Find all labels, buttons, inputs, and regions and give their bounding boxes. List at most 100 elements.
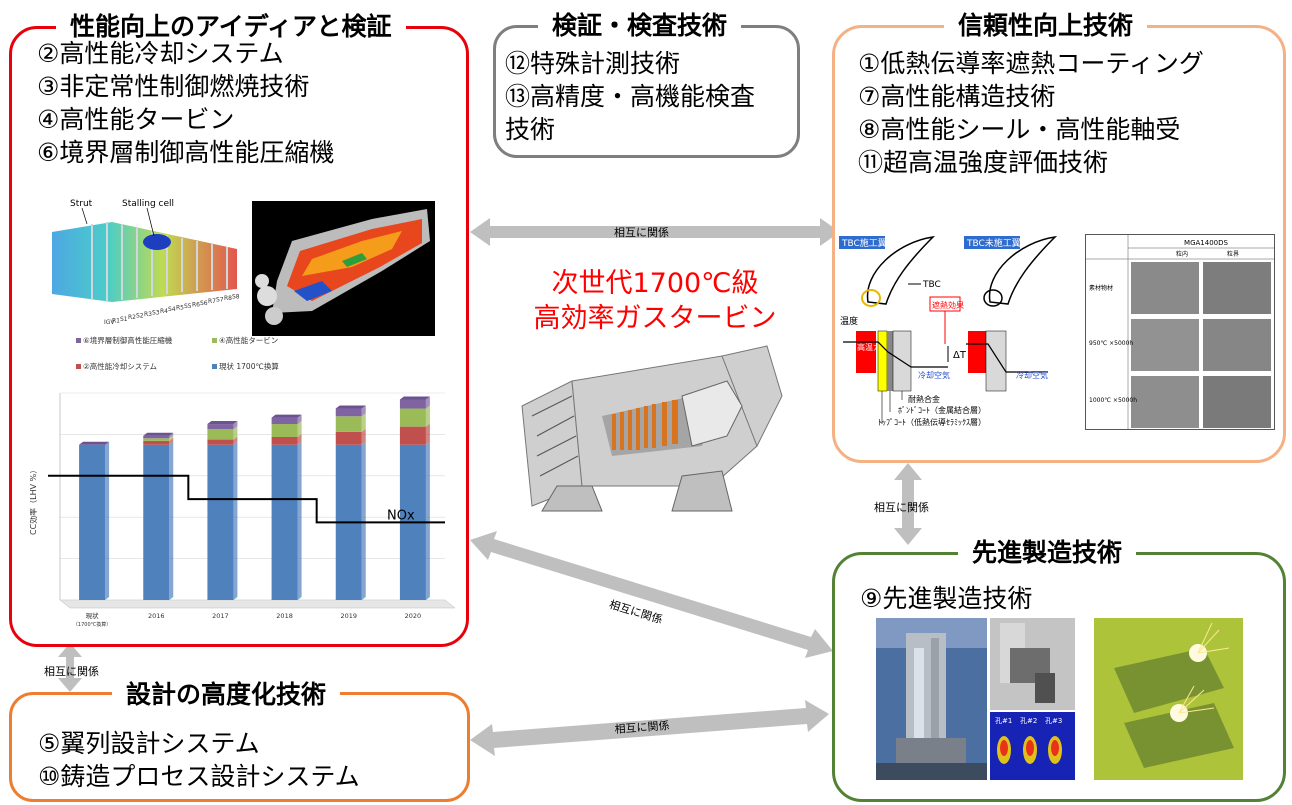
manufacturing-machine-image xyxy=(876,618,987,780)
stage-label: R2 xyxy=(128,314,136,321)
stall-label: Stalling cell xyxy=(122,199,174,209)
nox-line xyxy=(48,474,445,524)
layer-label-1: 耐熱合金 xyxy=(908,394,940,404)
bar-side xyxy=(361,413,366,432)
legend-swatch xyxy=(76,364,81,369)
bar-segment xyxy=(207,429,234,440)
arrow-bottom xyxy=(470,700,829,756)
bar-side xyxy=(425,405,430,427)
bar-top xyxy=(335,405,366,409)
reliability-item: ⑪超高温強度評価技術 xyxy=(858,148,1109,177)
chart-floor xyxy=(59,599,455,609)
stage-label: R5 xyxy=(176,305,184,312)
bar-segment xyxy=(335,416,362,432)
stage-label: S2 xyxy=(136,313,144,320)
legend-swatch xyxy=(76,338,81,343)
chart-ylabel: CC効率（LHV %） xyxy=(30,466,38,535)
stage-label: R8 xyxy=(224,295,232,302)
x-tick-label: 2019 xyxy=(340,612,357,620)
bar-top xyxy=(79,441,110,445)
center-title: 次世代1700℃級 高効率ガスタービン xyxy=(490,266,820,336)
legend-swatch xyxy=(212,338,217,343)
x-tick-label: 2017 xyxy=(212,612,229,620)
x-tick-label: 2018 xyxy=(276,612,293,620)
micro-row1: 素材物材 xyxy=(1089,284,1113,292)
tbc-unapplied-label: TBC未施工翼 xyxy=(966,237,1021,249)
hole-label-2: 孔#2 xyxy=(1020,717,1037,725)
thermal-holes-image: 孔#1 孔#2 孔#3 xyxy=(990,712,1075,780)
effect-label: 遮熱効果 xyxy=(932,300,964,310)
manufacturing-title: 先進製造技術 xyxy=(958,536,1137,570)
stage-label: R3 xyxy=(144,311,152,318)
manufacturing-items: ⑨先進製造技術 xyxy=(860,582,1032,615)
bar-segment xyxy=(271,417,298,425)
bar-segment xyxy=(335,408,362,417)
micro-row3: 1000℃ ×5000h xyxy=(1089,397,1137,404)
bar-segment xyxy=(143,440,170,445)
stage-label: S5 xyxy=(184,303,192,310)
stage-label: S1 xyxy=(120,316,128,323)
cooling-air-label-1: 冷却空気 xyxy=(918,370,950,380)
nox-label: NOx xyxy=(387,508,415,523)
bar-side xyxy=(297,433,302,445)
bar-side xyxy=(361,405,366,417)
bar-top xyxy=(399,396,430,400)
inspection-items: ⑫特殊計測技術 ⑬高精度・高機能検査 技術 xyxy=(505,47,755,146)
stage-label: S8 xyxy=(232,293,240,300)
bar-side xyxy=(425,423,430,445)
stage-label: R7 xyxy=(208,298,216,305)
bar-side xyxy=(233,426,238,440)
inspection-item: ⑫特殊計測技術 xyxy=(505,49,681,78)
performance-item: ③非定常性制御燃焼技術 xyxy=(37,72,310,101)
arrow-label-left: 相互に関係 xyxy=(44,665,99,678)
bar-top xyxy=(143,432,174,436)
bar-top xyxy=(271,414,302,418)
dt-label: ΔT xyxy=(953,350,967,361)
stage-label: IGV xyxy=(104,319,115,326)
x-tick-label: （1700℃換算） xyxy=(73,621,111,628)
micro-row2: 950℃ ×5000h xyxy=(1089,340,1133,347)
performance-items: ②高性能冷却システム ③非定常性制御燃焼技術 ④高性能タービン ⑥境界層制御高性… xyxy=(37,37,334,169)
combustor-simulation-image xyxy=(252,201,435,336)
bar-side xyxy=(233,421,238,430)
x-tick-label: 2020 xyxy=(405,612,422,620)
cooling-air-label-2: 冷却空気 xyxy=(1016,370,1048,380)
hole-label-1: 孔#1 xyxy=(995,717,1012,725)
bar-side xyxy=(169,432,174,439)
layer-label-3: ﾄｯﾌﾟｺｰﾄ（低熱伝導ｾﾗﾐｯｸｽ層） xyxy=(878,417,986,427)
bar-side xyxy=(233,441,238,600)
manufacturing-head-image xyxy=(990,618,1075,710)
bar-segment xyxy=(271,424,298,437)
legend-label: ④高性能タービン xyxy=(219,335,278,345)
reliability-title: 信頼性向上技術 xyxy=(944,9,1148,43)
bar-top xyxy=(207,421,238,425)
bar-segment xyxy=(399,399,426,409)
hot-gas-label: 高温ガス xyxy=(857,342,889,352)
bar-segment xyxy=(271,444,298,600)
arrow-label-top: 相互に関係 xyxy=(614,226,669,239)
temp-label: 温度 xyxy=(840,315,858,327)
bar-segment xyxy=(399,408,426,427)
bar-side xyxy=(297,421,302,437)
tbc-diagram: TBC施工翼 TBC未施工翼 TBC 温度 高温ガス 冷却空気 遮熱効果 ΔT … xyxy=(838,232,1080,430)
manufacturing-item: ⑨先進製造技術 xyxy=(860,584,1033,613)
gas-turbine-image xyxy=(512,336,792,514)
x-tick-label: 現状 xyxy=(86,611,100,620)
x-tick-label: 2016 xyxy=(148,612,165,620)
inspection-title: 検証・検査技術 xyxy=(538,9,742,43)
bar-segment xyxy=(207,424,234,430)
hole-label-3: 孔#3 xyxy=(1045,717,1062,725)
arrow-label-right: 相互に関係 xyxy=(874,501,929,514)
tbc-label: TBC xyxy=(922,280,941,290)
bar-segment xyxy=(207,439,234,445)
micro-col1: 粒内 xyxy=(1176,250,1188,258)
inspection-item: ⑬高精度・高機能検査 xyxy=(505,82,756,111)
performance-item: ②高性能冷却システム xyxy=(37,39,284,68)
bar-segment xyxy=(207,444,234,600)
reliability-item: ⑦高性能構造技術 xyxy=(858,82,1056,111)
bar-side xyxy=(361,428,366,445)
bar-side xyxy=(425,396,430,409)
